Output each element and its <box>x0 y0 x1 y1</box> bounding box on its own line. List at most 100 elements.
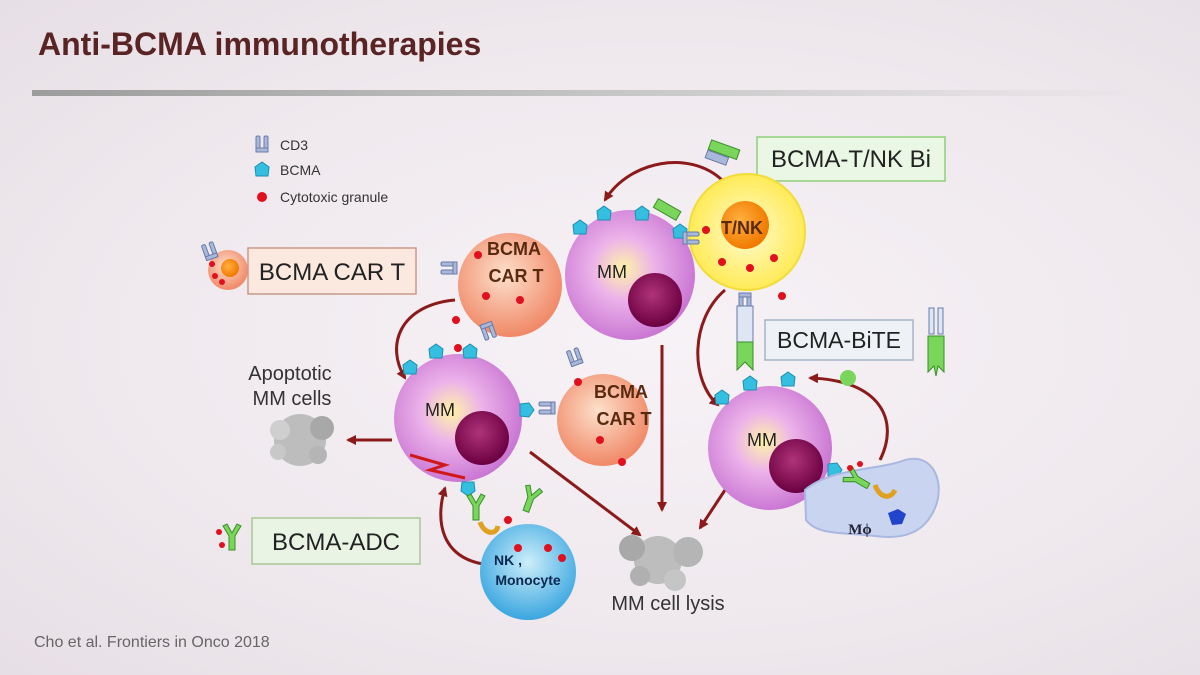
granule <box>504 516 512 524</box>
granule <box>718 258 726 266</box>
mm-top-label: MM <box>597 262 627 282</box>
tnk-cell: T/NK <box>682 173 806 372</box>
macrophage-nucleus <box>888 509 906 525</box>
granule <box>778 292 786 300</box>
citation: Cho et al. Frontiers in Onco 2018 <box>34 634 270 651</box>
granule <box>596 436 604 444</box>
granule <box>558 554 566 562</box>
granule <box>209 261 215 267</box>
granule <box>618 458 626 466</box>
legend: CD3 BCMA Cytotoxic granule <box>254 135 388 205</box>
granule <box>514 544 522 552</box>
bcma-bite-label: BCMA-BiTE <box>777 327 901 353</box>
lysis-label: MM cell lysis <box>611 593 724 615</box>
mm-right-label: MM <box>747 430 777 450</box>
granule <box>746 264 754 272</box>
bcma-receptor <box>462 343 478 359</box>
lysis-blob <box>619 535 645 561</box>
cell-damage-mark <box>409 453 466 480</box>
bcma-receptor <box>714 389 730 405</box>
car-receptor-icon <box>565 346 584 368</box>
bcma-car-t-label: BCMA CAR T <box>259 259 406 286</box>
bispecific-antibody-icon <box>652 197 682 222</box>
car-t-cell-bottom: BCMA CAR T <box>557 346 652 466</box>
granule <box>219 542 225 548</box>
car-receptor-icon <box>440 261 458 275</box>
title-divider <box>32 90 1142 96</box>
car-t-bottom-line1: BCMA <box>594 382 648 402</box>
granule <box>857 461 863 467</box>
bcma-adc-label: BCMA-ADC <box>272 529 400 556</box>
car-t-bottom-line2: CAR T <box>597 409 652 429</box>
arrows <box>346 161 889 567</box>
bcma-receptor <box>572 219 588 235</box>
mm-cell-top: MM <box>565 197 695 340</box>
mm-cell-right: MM <box>708 370 856 510</box>
bcma-receptor <box>780 371 796 387</box>
bcma-bite-box: BCMA-BiTE <box>764 307 945 377</box>
adc-antibody-icon <box>466 493 486 521</box>
adc-antibody-icon <box>516 483 544 515</box>
lysis-blob <box>673 537 703 567</box>
apoptotic-blob <box>270 444 286 460</box>
granule <box>544 544 552 552</box>
mm-left-label: MM <box>425 400 455 420</box>
mm-nucleus <box>628 273 682 327</box>
legend-bcma-label: BCMA <box>280 162 321 178</box>
tnk-nucleus <box>721 201 769 249</box>
bcma-tnk-bi-label: BCMA-T/NK Bi <box>771 146 931 173</box>
granule <box>702 226 710 234</box>
lysis-blob <box>664 569 686 591</box>
arrow-mm-right-to-lysis <box>698 489 727 530</box>
mm-cell-lysis: MM cell lysis <box>611 535 725 615</box>
granule <box>212 273 218 279</box>
granule <box>482 292 490 300</box>
car-t-top-line1: BCMA <box>487 239 541 259</box>
car-t-mini-nucleus <box>221 259 239 277</box>
granule <box>574 378 582 386</box>
macrophage-label: Mϕ <box>848 522 872 538</box>
car-receptor-icon <box>200 240 219 262</box>
bite-antibody-icon <box>927 307 945 377</box>
fc-receptor <box>872 483 898 499</box>
nk-label-line2: Monocyte <box>495 572 561 588</box>
granule <box>452 316 460 324</box>
granule <box>454 344 462 352</box>
bcma-tnk-bi-box: BCMA-T/NK Bi <box>704 136 946 182</box>
bcma-adc-box: BCMA-ADC <box>216 517 421 565</box>
granule <box>474 251 482 259</box>
bite-molecule-green <box>736 341 754 372</box>
granule <box>770 254 778 262</box>
tnk-label: T/NK <box>721 218 763 238</box>
car-receptor-icon <box>538 401 556 415</box>
nk-label-line1: NK , <box>494 552 522 568</box>
legend-granule-label: Cytotoxic granule <box>280 189 388 205</box>
car-t-top-line2: CAR T <box>489 266 544 286</box>
bcma-car-t-box: BCMA CAR T <box>200 240 417 295</box>
macrophage-cell: Mϕ <box>803 457 940 538</box>
arrow-tnk-to-mm-right <box>696 288 726 407</box>
arrow-nk-to-mm <box>437 486 491 567</box>
mm-cell-left: MM <box>394 343 556 497</box>
arrow-tnk-to-mm <box>603 161 724 202</box>
car-t-cell-top: BCMA CAR T <box>440 233 562 352</box>
bcma-receptor <box>742 375 758 391</box>
granule <box>847 465 853 471</box>
mm-nucleus <box>769 439 823 493</box>
cytotoxic-granule-icon <box>257 192 267 202</box>
bcma-receptor <box>519 402 535 418</box>
granule <box>219 279 225 285</box>
cd3-icon <box>255 135 269 153</box>
slide-title: Anti-BCMA immunotherapies <box>38 26 482 62</box>
apoptotic-blob <box>310 416 334 440</box>
fc-receptor <box>477 520 501 535</box>
adc-antibody-icon <box>222 523 242 551</box>
nk-monocyte-cell: NK , Monocyte <box>466 483 576 620</box>
granule <box>216 529 222 535</box>
bite-binding-dot <box>840 370 856 386</box>
arrow-cart-to-mm <box>395 298 456 380</box>
arrow-macrophage-to-mm <box>808 373 889 461</box>
lysis-blob <box>630 566 650 586</box>
bite-molecule <box>736 305 754 343</box>
